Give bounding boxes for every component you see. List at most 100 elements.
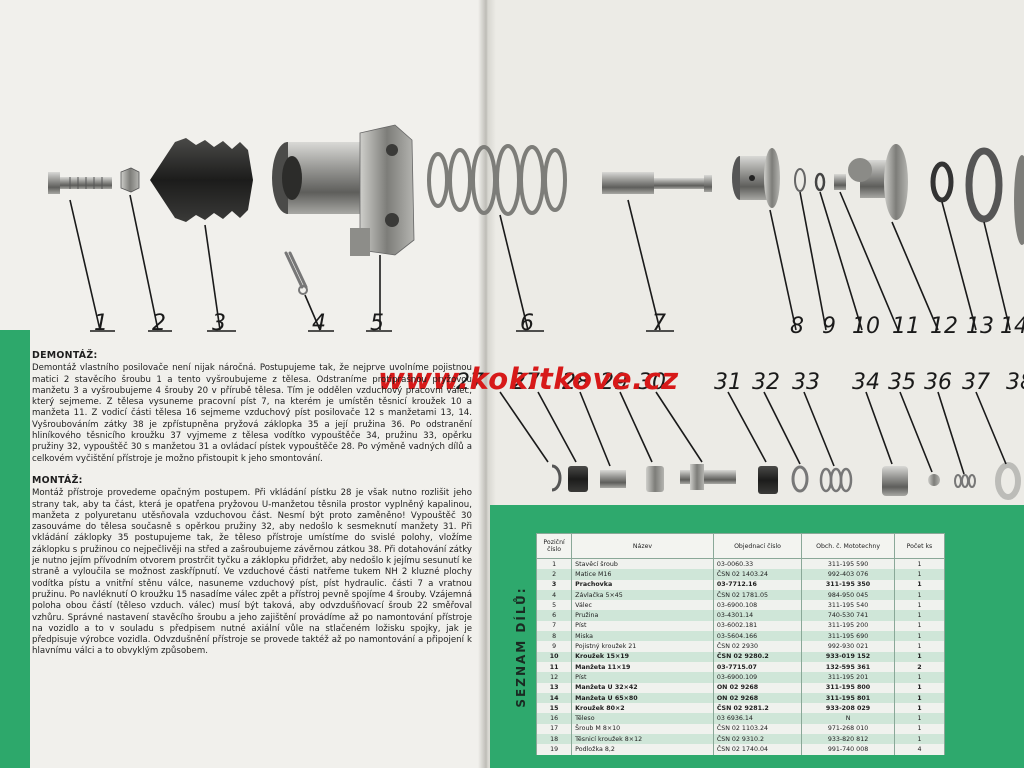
part-9-circlip [794, 168, 806, 192]
cell-order-number: ČSN 02 9280.2 [712, 651, 803, 662]
cell-position: 9 [535, 641, 573, 652]
cell-name: Závlačka 5×45 [571, 589, 714, 601]
cell-order-number: 03-5604.166 [712, 631, 803, 642]
cell-order-number: ČSN 02 9310.2 [712, 734, 803, 745]
cell-position: 13 [535, 682, 573, 693]
cell-position: 12 [535, 672, 573, 683]
part-label-31: 31 [714, 370, 742, 395]
cell-quantity: 1 [893, 558, 946, 570]
part-29 [600, 470, 626, 488]
part-35 [928, 474, 940, 486]
cell-order-number: ČSN 02 1103.24 [712, 723, 803, 735]
part-5-cylinder [272, 124, 415, 256]
cell-mototechna-number: N [801, 713, 895, 724]
part-30b [680, 464, 736, 490]
part-label-11: 11 [892, 314, 920, 339]
cell-quantity: 1 [893, 672, 946, 683]
cell-position: 15 [535, 703, 573, 714]
cell-mototechna-number: 311-195 350 [801, 579, 895, 590]
cell-position: 17 [535, 723, 573, 735]
cell-quantity: 1 [893, 734, 946, 745]
part-12-piston [848, 144, 908, 220]
part-label-35: 35 [888, 370, 916, 395]
left-page [0, 0, 484, 768]
cell-order-number: ČSN 02 9281.2 [712, 703, 803, 714]
parts-list-title: SEZNAM DÍLŮ: [511, 560, 533, 740]
header-name: Název [571, 533, 714, 559]
cell-order-number: 03-6900.108 [712, 600, 803, 611]
part-label-33: 33 [792, 370, 820, 395]
cell-mototechna-number: 132-595 361 [801, 661, 895, 673]
cell-quantity: 1 [893, 610, 946, 621]
cell-mototechna-number: 311-195 690 [801, 631, 895, 642]
part-32 [791, 465, 809, 493]
cell-position: 1 [535, 558, 573, 570]
green-band-left [0, 330, 30, 768]
part-31 [758, 466, 778, 494]
cell-quantity: 1 [893, 600, 946, 611]
cell-position: 3 [535, 579, 573, 590]
cell-order-number: 03 6936.14 [712, 713, 803, 724]
cell-order-number: ČSN 02 1781.05 [712, 589, 803, 601]
part-6-spring [427, 144, 567, 216]
leader-lines-bottom [499, 391, 1007, 475]
cell-order-number: 03-6900.109 [712, 672, 803, 683]
cell-name: Válec [571, 600, 714, 611]
cell-mototechna-number: 991-740 008 [801, 744, 895, 755]
part-label-37: 37 [962, 370, 990, 395]
part-label-9: 9 [822, 314, 836, 339]
demontaz-body: Demontáž vlastního posilovače není nijak… [32, 363, 472, 464]
part-label-7: 7 [652, 311, 666, 336]
cell-name: Šroub M 8×10 [571, 723, 714, 735]
part-28 [568, 466, 588, 492]
cell-order-number: ON 02 9268 [712, 682, 803, 693]
part-label-3: 3 [212, 311, 226, 336]
cell-quantity: 1 [893, 723, 946, 735]
cell-mototechna-number: 933-820 812 [801, 734, 895, 745]
cell-name: Píst [571, 620, 714, 632]
header-mototechna-number: Obch. č. Mototechny [801, 533, 895, 559]
cell-name: Kroužek 80×2 [571, 703, 714, 714]
part-label-6: 6 [520, 311, 534, 336]
header-position: Poziční číslo [535, 533, 573, 559]
part-label-32: 32 [752, 370, 780, 395]
cell-name: Těsnicí kroužek 8×12 [571, 734, 714, 745]
montaz-heading: MONTÁŽ: [32, 474, 83, 486]
cell-position: 2 [535, 569, 573, 580]
cell-mototechna-number: 992-930 021 [801, 641, 895, 652]
cell-quantity: 1 [893, 641, 946, 652]
cell-mototechna-number: 311-195 200 [801, 620, 895, 632]
parts-table: Poziční číslo Název Objednací číslo Obch… [535, 533, 946, 755]
cell-order-number: ČSN 02 2930 [712, 641, 803, 652]
part-10-o-ring [814, 172, 826, 192]
part-3-rubber-boot [150, 138, 253, 222]
cell-name: Pružina [571, 610, 714, 621]
cell-mototechna-number: 984-950 045 [801, 589, 895, 601]
part-label-8: 8 [790, 314, 804, 339]
cell-name: Miska [571, 631, 714, 642]
cell-position: 10 [535, 651, 573, 662]
part-label-27: 27 [512, 370, 540, 395]
part-label-2: 2 [152, 311, 166, 336]
cell-position: 4 [535, 589, 573, 601]
cell-order-number: 03-7712.16 [712, 579, 803, 590]
part-label-5: 5 [370, 311, 384, 336]
part-8-cup [732, 148, 780, 208]
cell-mototechna-number: 933-208 029 [801, 703, 895, 714]
cell-mototechna-number: 311-195 801 [801, 692, 895, 704]
cell-name: Pojistný kroužek 21 [571, 641, 714, 652]
watermark-text: www.kokitkove.cz [378, 362, 679, 396]
